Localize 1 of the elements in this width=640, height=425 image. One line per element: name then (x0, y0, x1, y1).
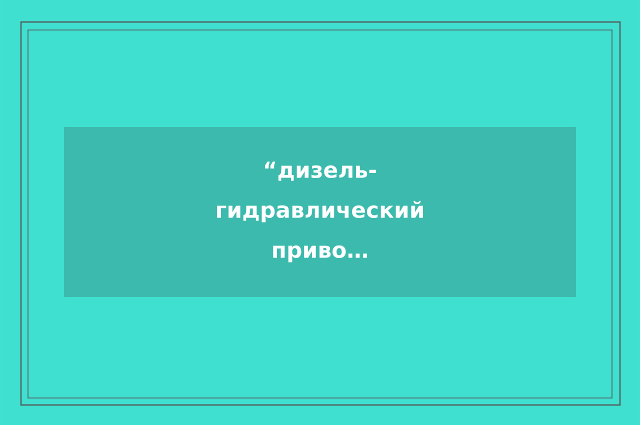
text-band: “дизель-гидравлический приво… (64, 127, 576, 297)
